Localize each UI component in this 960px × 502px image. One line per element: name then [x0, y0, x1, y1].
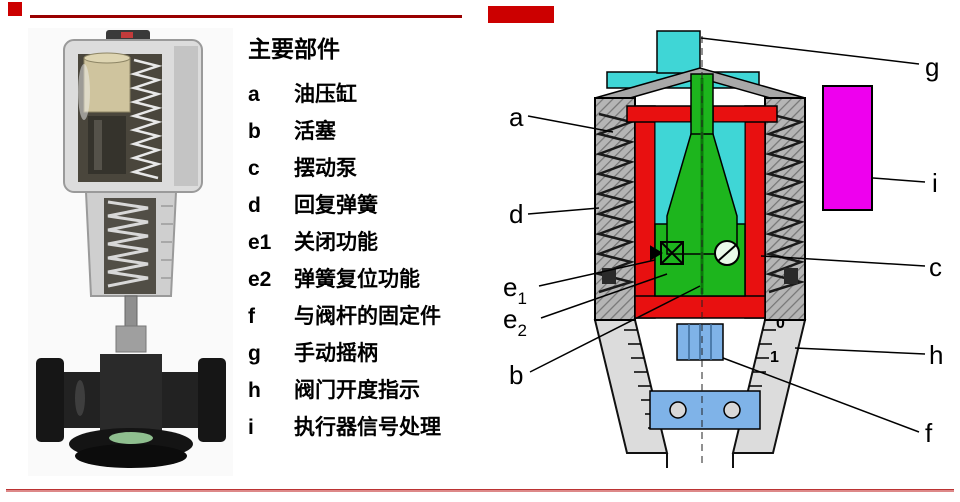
valve-symbol-e — [650, 241, 684, 265]
yoke-hole — [723, 401, 741, 419]
valve-stem — [115, 295, 147, 353]
legend-key: d — [248, 194, 261, 217]
column-block-right — [784, 268, 798, 284]
label-i: i — [932, 168, 938, 198]
legend-item-f: f 与阀杆的固定件 — [248, 304, 494, 330]
label-e1: e1 — [503, 272, 527, 308]
legend-item-h: h 阀门开度指示 — [248, 378, 494, 404]
legend: 主要部件 a 油压缸 b 活塞 c 摆动泵 d 回复弹簧 e1 关闭功能 e2 … — [248, 30, 494, 452]
legend-key: h — [248, 379, 261, 402]
legend-label: 手动摇柄 — [294, 342, 378, 365]
legend-label: 回复弹簧 — [294, 194, 378, 217]
actuator-photo — [28, 28, 233, 476]
legend-item-d: d 回复弹簧 — [248, 193, 494, 219]
actuator-schematic: 0 1 — [495, 28, 955, 478]
gasket — [109, 432, 153, 444]
yoke-hole — [669, 401, 687, 419]
label-g: g — [925, 52, 939, 82]
legend-item-e2: e2 弹簧复位功能 — [248, 267, 494, 293]
return-springs-d — [594, 112, 806, 294]
bottom-rule — [6, 489, 954, 492]
label-f: f — [925, 418, 933, 448]
legend-key: b — [248, 120, 261, 143]
label-c: c — [929, 252, 942, 282]
legend-key: a — [248, 83, 260, 106]
legend-key: e1 — [248, 231, 272, 254]
cutaway-spring-coil — [129, 58, 163, 180]
legend-label: 关闭功能 — [294, 231, 378, 254]
legend-item-e1: e1 关闭功能 — [248, 230, 494, 256]
legend-item-a: a 油压缸 — [248, 82, 494, 108]
column-block-left — [602, 268, 616, 284]
legend-item-c: c 摆动泵 — [248, 156, 494, 182]
schematic-art: 0 1 — [503, 30, 943, 468]
legend-label: 活塞 — [294, 120, 336, 143]
bullet-square — [8, 2, 22, 16]
valve-body — [36, 354, 226, 468]
legend-label: 摆动泵 — [294, 157, 357, 180]
legend-label: 阀门开度指示 — [294, 379, 420, 402]
label-h: h — [929, 340, 943, 370]
leader-lines — [527, 37, 926, 433]
legend-title: 主要部件 — [248, 36, 340, 62]
label-a: a — [509, 102, 524, 132]
scale-mark-0: 0 — [776, 315, 785, 332]
title-underline — [30, 15, 462, 18]
legend-label: 油压缸 — [294, 83, 357, 106]
actuator-mid-section — [84, 191, 178, 297]
label-d: d — [509, 199, 523, 229]
legend-item-g: g 手动摇柄 — [248, 341, 494, 367]
label-e2: e2 — [503, 304, 527, 340]
legend-label: 弹簧复位功能 — [294, 268, 420, 291]
stem-connector-f — [649, 323, 761, 430]
actuator-top-housing — [63, 30, 203, 193]
legend-key: c — [248, 157, 260, 180]
legend-item-b: b 活塞 — [248, 119, 494, 145]
top-red-bar — [488, 6, 554, 23]
actuator-photo-art — [28, 28, 233, 476]
label-b: b — [509, 360, 523, 390]
legend-key: i — [248, 416, 254, 439]
legend-key: e2 — [248, 268, 272, 291]
legend-label: 执行器信号处理 — [294, 416, 441, 439]
signal-unit-i — [822, 85, 873, 211]
legend-label: 与阀杆的固定件 — [294, 305, 441, 328]
return-spring-coil — [107, 200, 149, 288]
legend-item-i: i 执行器信号处理 — [248, 415, 494, 441]
pump-symbol-c — [714, 240, 740, 266]
scale-mark-1: 1 — [770, 349, 779, 366]
legend-key: f — [248, 305, 255, 328]
legend-key: g — [248, 342, 261, 365]
